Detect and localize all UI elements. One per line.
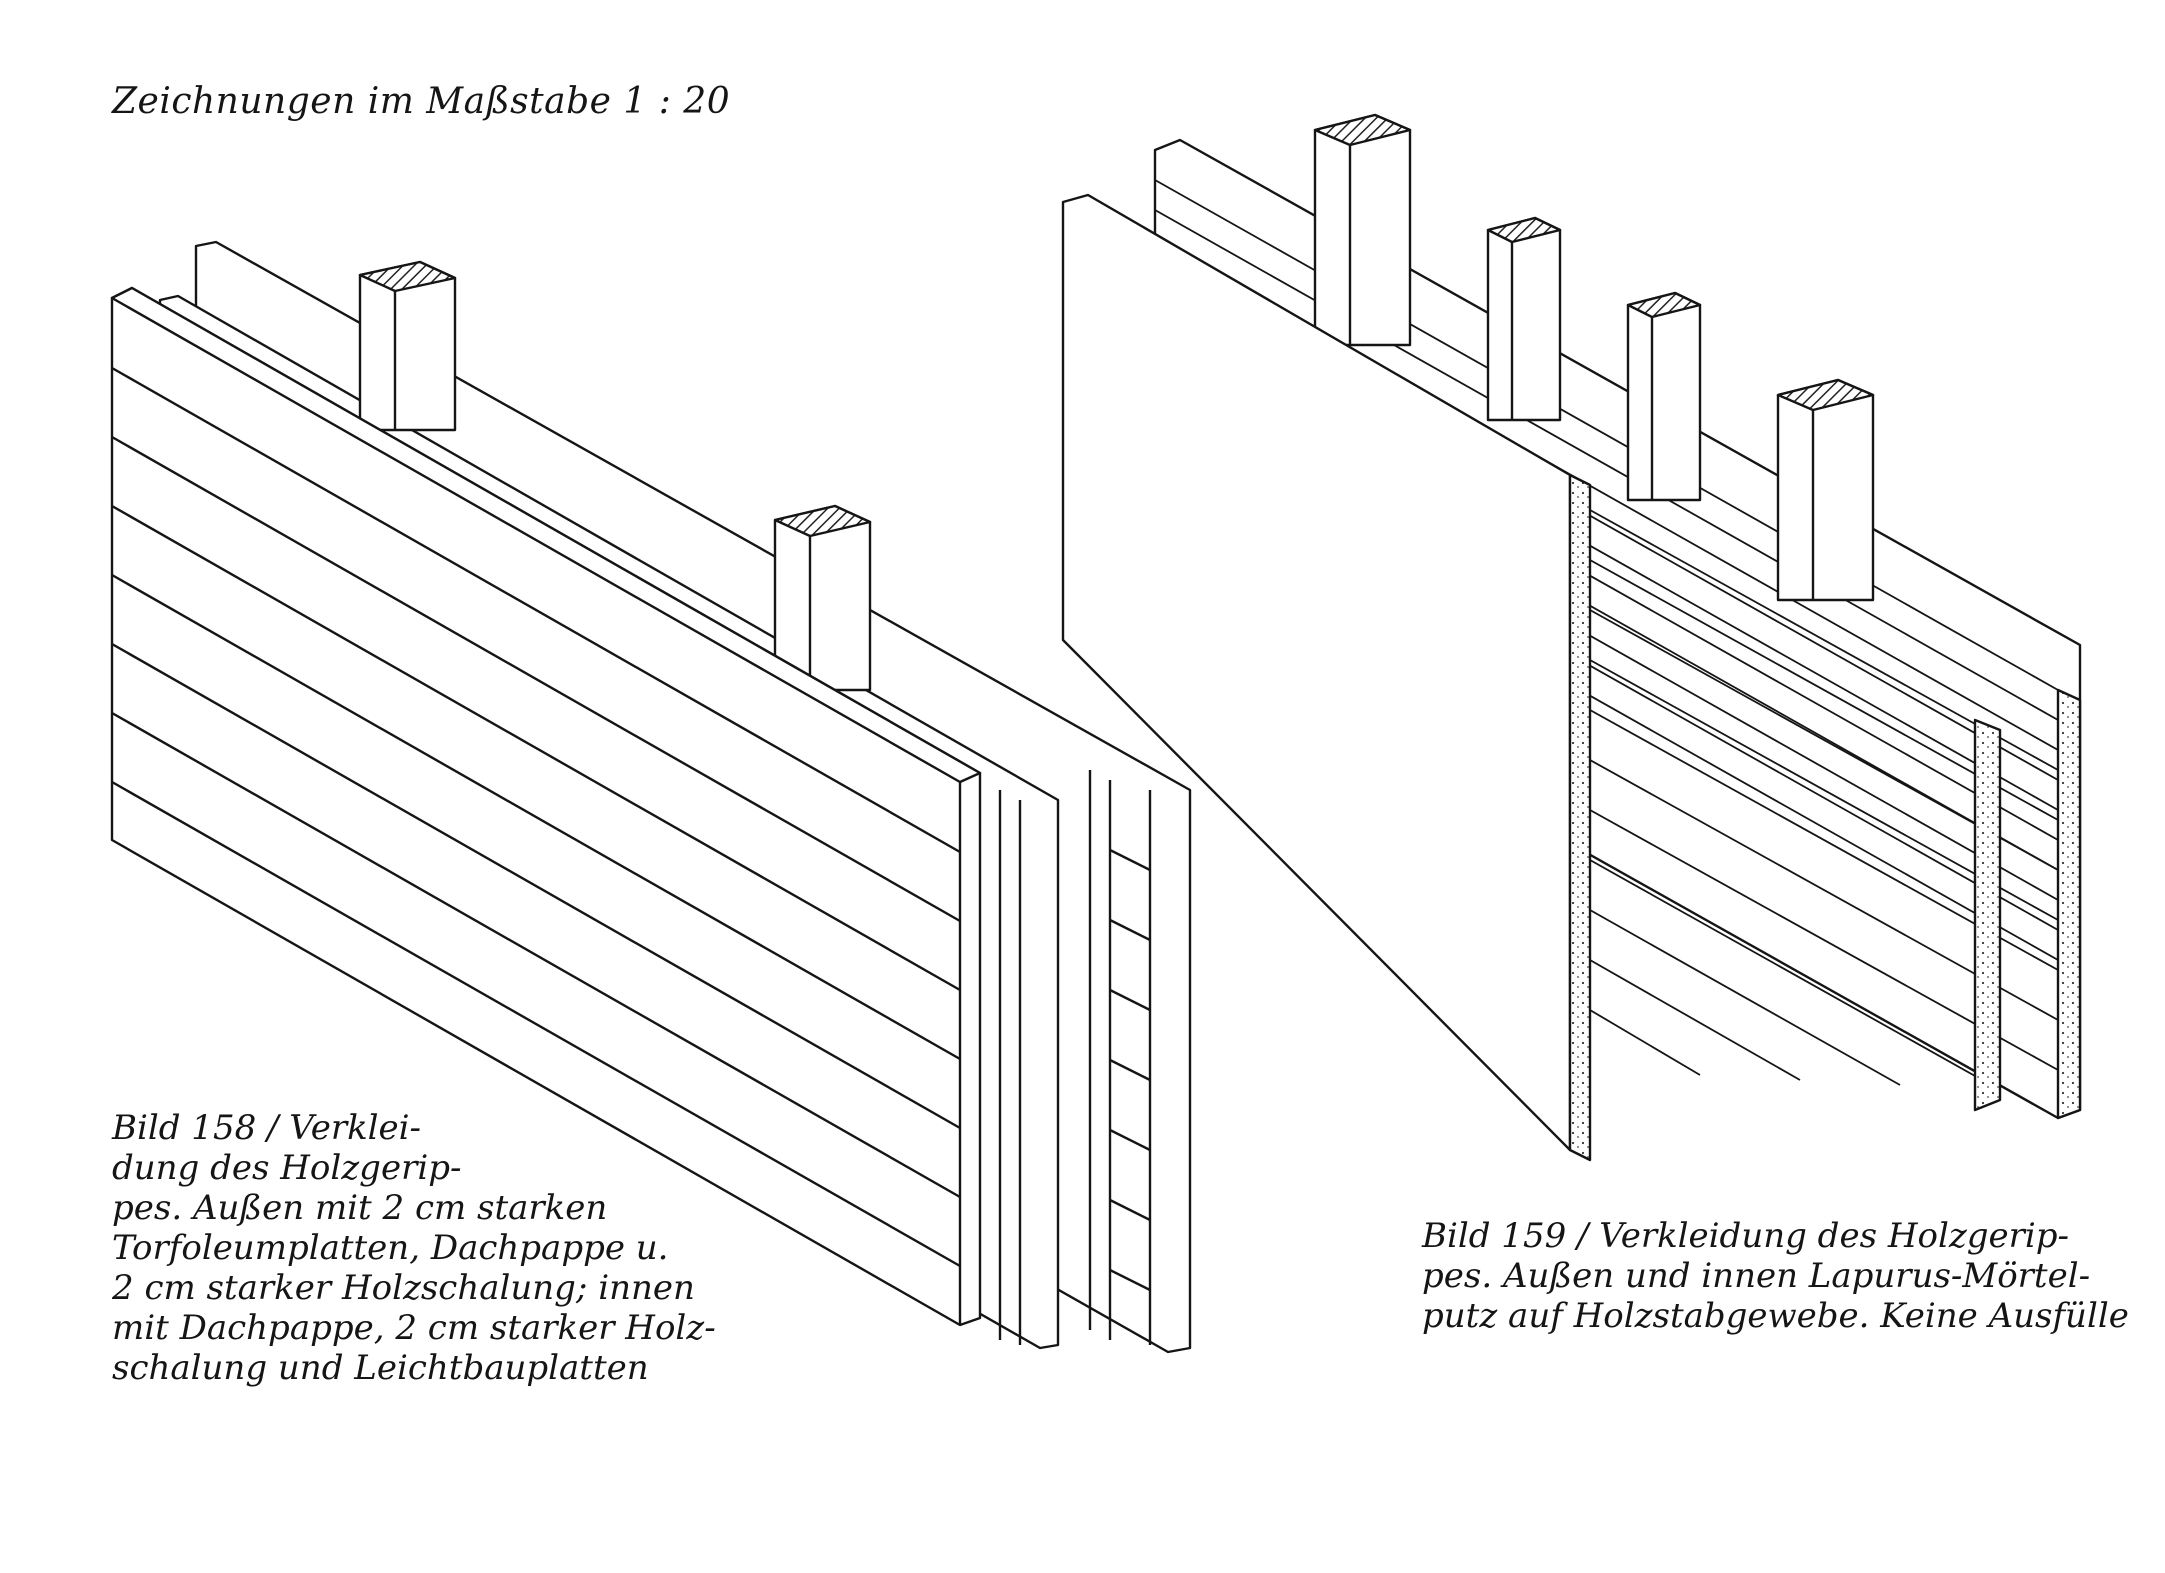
caption-159-line-1: Bild 159 / Verkleidung des Holzgerip- xyxy=(1422,1216,2069,1256)
page-heading: Zeichnungen im Maßstabe 1 : 20 xyxy=(112,81,731,122)
front-boards xyxy=(111,366,962,1325)
caption-158-line-7: schalung und Leichtbauplatten xyxy=(112,1348,649,1388)
caption-158-line-3: pes. Außen mit 2 cm starken xyxy=(112,1188,608,1228)
figure-158-drawing xyxy=(110,240,1192,1354)
caption-figure-158: Bild 158 / Verklei- dung des Holzgerip- … xyxy=(112,1108,716,1388)
caption-159-line-2: pes. Außen und innen Lapurus-Mörtel- xyxy=(1422,1256,2091,1296)
caption-158-line-2: dung des Holzgerip- xyxy=(112,1148,462,1188)
caption-158-line-4: Torfoleumplatten, Dachpappe u. xyxy=(112,1228,669,1268)
caption-158-line-6: mit Dachpappe, 2 cm starker Holz- xyxy=(112,1308,716,1348)
caption-158-line-1: Bild 158 / Verklei- xyxy=(112,1108,422,1148)
caption-figure-159: Bild 159 / Verkleidung des Holzgerip- pe… xyxy=(1422,1216,2129,1336)
caption-159-line-3: putz auf Holzstabgewebe. Keine Ausfülle xyxy=(1422,1296,2129,1336)
inner-board-joints xyxy=(1109,848,1151,1292)
caption-158-line-5: 2 cm starker Holzschalung; innen xyxy=(112,1268,695,1308)
figure-159-drawing xyxy=(1061,113,2082,1162)
